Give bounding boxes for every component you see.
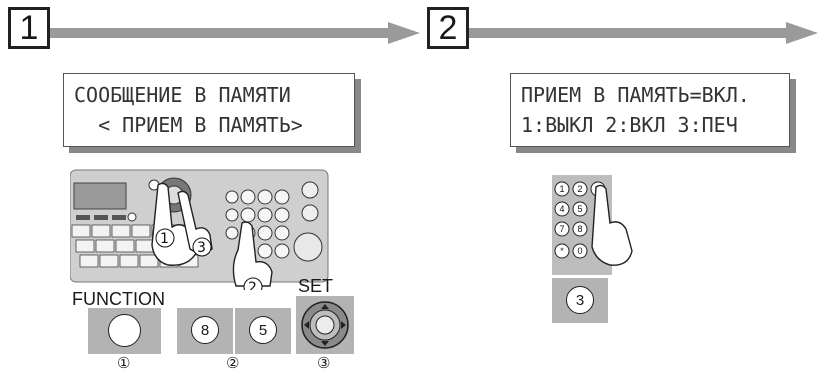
svg-text:1: 1 [559,184,564,194]
key-3-button[interactable]: 3 [566,286,594,314]
svg-text:5: 5 [577,204,582,214]
step-2-lcd-display: ПРИЕМ В ПАМЯТЬ=ВКЛ. 1:ВЫКЛ 2:ВКЛ 3:ПЕЧ [510,73,790,147]
svg-text:*: * [560,246,564,256]
svg-text:7: 7 [559,224,564,234]
svg-text:4: 4 [559,204,564,214]
svg-text:0: 0 [577,246,582,256]
step-2-arrow [460,22,818,44]
lcd-line-2: 1:ВЫКЛ 2:ВКЛ 3:ПЕЧ [521,113,738,137]
svg-text:2: 2 [577,184,582,194]
key-5-button[interactable]: 5 [249,316,277,344]
callout-2: ② [226,354,240,372]
callout-1: ① [117,354,131,372]
svg-text:1: 1 [160,231,169,247]
step-1-number: 1 [8,7,50,49]
callout-3: ③ [317,354,331,372]
lcd-line-1: СООБЩЕНИЕ В ПАМЯТИ [74,83,291,107]
lcd-line-2: < ПРИЕМ В ПАМЯТЬ> [74,113,303,137]
set-navigation-dial[interactable] [299,299,351,351]
lcd-line-1: ПРИЕМ В ПАМЯТЬ=ВКЛ. [521,83,750,107]
fax-control-panel-illustration: 1 3 2 [70,169,329,290]
svg-text:8: 8 [577,224,582,234]
function-button[interactable] [108,314,141,347]
numeric-keypad-illustration: 123 45 78 *0 [552,175,633,275]
svg-text:2: 2 [248,280,257,290]
set-label: SET [298,276,334,296]
function-label: FUNCTION [72,289,165,309]
step-1-arrow [40,22,420,44]
step-2-number: 2 [427,7,469,49]
key-8-button[interactable]: 8 [191,316,219,344]
step-1-lcd-display: СООБЩЕНИЕ В ПАМЯТИ < ПРИЕМ В ПАМЯТЬ> [63,73,355,147]
svg-text:3: 3 [197,240,206,256]
